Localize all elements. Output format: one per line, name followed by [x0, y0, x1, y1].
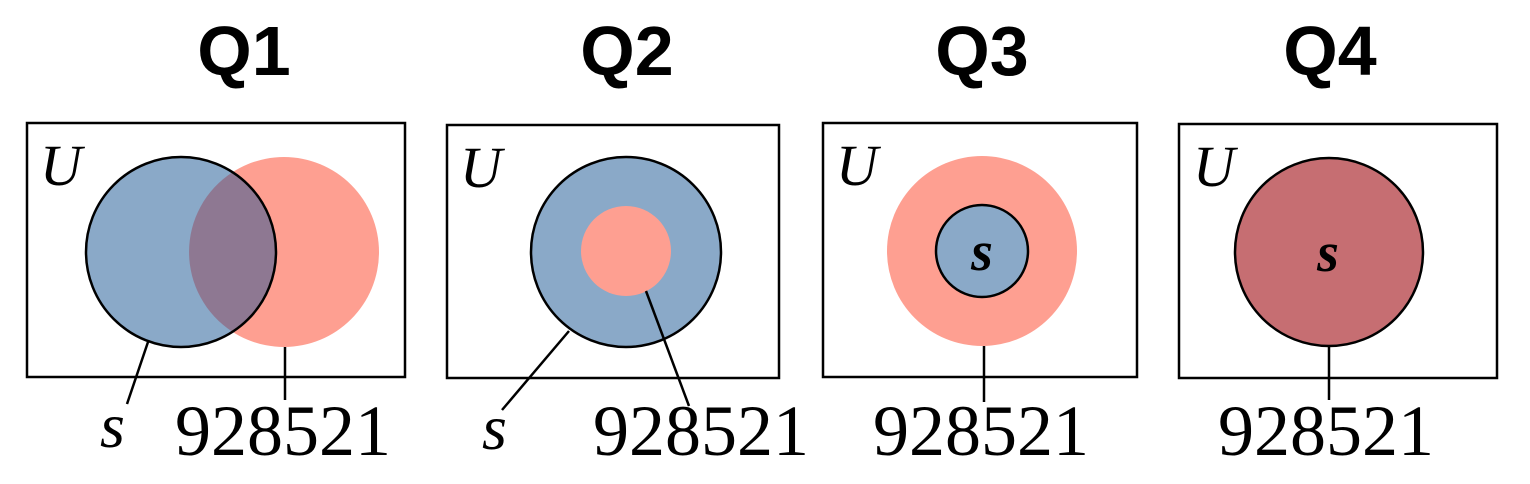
universe-label: U: [40, 133, 86, 198]
number-leader-line: [644, 290, 691, 407]
universe-frame: [821, 121, 1139, 379]
universe-frame: [445, 123, 781, 380]
universe-label: U: [1193, 134, 1239, 199]
universe-frame: [25, 121, 407, 379]
panel-q2: Q2 U s 928521: [445, 12, 809, 471]
number-label: 928521: [175, 391, 391, 471]
panel-title: Q2: [580, 12, 673, 90]
universe-label: U: [836, 133, 882, 198]
s-set-outline: [84, 155, 278, 349]
s-label: s: [100, 390, 125, 461]
number-label: 928521: [873, 391, 1089, 471]
panel-title: Q4: [1283, 12, 1376, 90]
s-set-circle: [934, 203, 1030, 299]
s-leader-line: [125, 341, 150, 405]
panel-q1: Q1 U s 928521: [25, 12, 407, 471]
s-label: s: [482, 392, 507, 463]
universe-label: U: [460, 135, 506, 200]
number-set-circle: [581, 206, 671, 296]
s-leader-line: [501, 330, 570, 411]
s-label: s: [970, 221, 993, 283]
panel-title: Q3: [935, 12, 1028, 90]
panel-title: Q1: [197, 12, 290, 90]
panel-q4: Q4 U s 928521: [1177, 12, 1499, 471]
number-label: 928521: [593, 391, 809, 471]
overlap-region: [189, 172, 276, 332]
universe-frame: [1177, 122, 1499, 380]
s-label: s: [1316, 222, 1339, 284]
panel-q3: Q3 U s 928521: [821, 12, 1139, 471]
number-label: 928521: [1218, 391, 1434, 471]
